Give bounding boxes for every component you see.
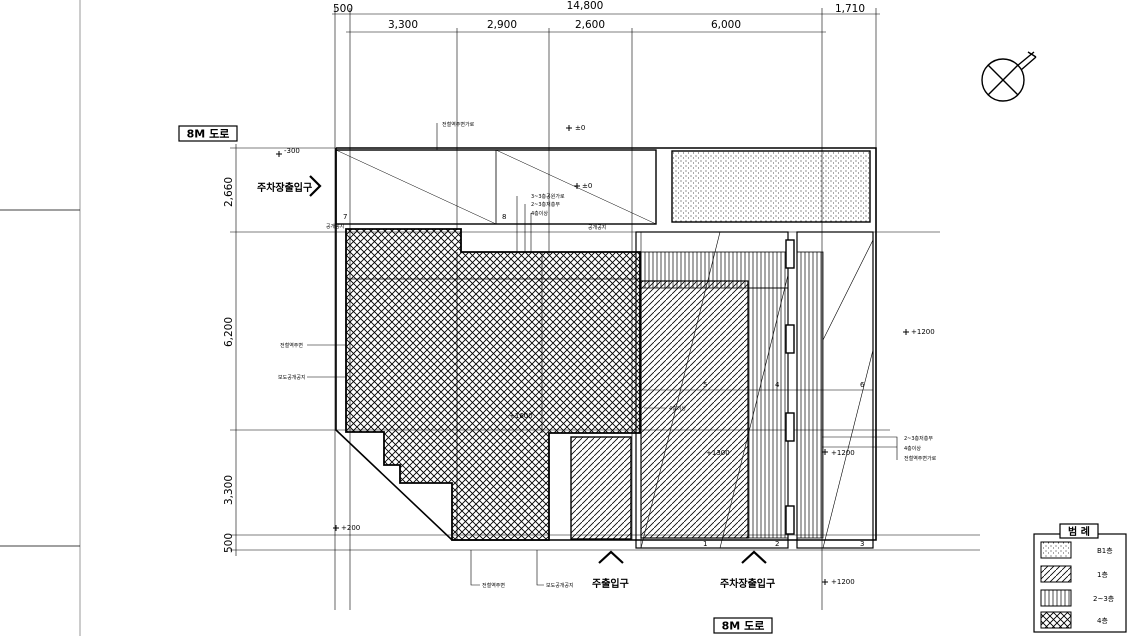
level-mark-icon <box>333 525 339 531</box>
svg-text:-300: -300 <box>284 147 300 155</box>
level-markers: ±0 ±0 -300 +1200 +1200 +1600 +1300 +200 … <box>276 124 935 586</box>
legend-item: 4층 <box>1040 611 1108 629</box>
svg-text:8M 도로: 8M 도로 <box>722 620 765 633</box>
legend: 범 례 B1층 1층 2~3층 4층 <box>1033 523 1127 633</box>
lot-number: 2 <box>775 540 779 548</box>
colonnade-posts <box>785 239 795 535</box>
margin-marks <box>0 0 81 636</box>
svg-text:전철역주변: 전철역주변 <box>482 582 505 589</box>
svg-text:+1200: +1200 <box>831 578 855 586</box>
svg-text:주차장출입구: 주차장출입구 <box>257 181 312 194</box>
svg-text:+1300: +1300 <box>706 449 730 457</box>
svg-text:500: 500 <box>333 3 353 15</box>
building-1f-east <box>640 280 749 539</box>
lot-number: 3 <box>860 540 864 548</box>
lot-number: 7 <box>343 213 347 221</box>
svg-text:4층이상: 4층이상 <box>531 210 548 217</box>
dimension-labels: 500 14,800 1,710 3,300 2,900 2,600 6,000… <box>223 0 865 553</box>
main-entrance-south: 주출입구 <box>592 550 629 590</box>
svg-text:주출입구: 주출입구 <box>592 577 629 590</box>
level-mark-icon <box>903 329 909 335</box>
svg-text:3,300: 3,300 <box>388 19 418 31</box>
lot-number: 4 <box>775 381 780 389</box>
svg-text:2~3층: 2~3층 <box>1093 594 1115 603</box>
callouts: 전철역주변가로 3~3층공원가로 2~3층저층부 4층이상 전철역주변 보도공개… <box>278 121 937 589</box>
level-mark-icon <box>276 151 282 157</box>
level-mark-icon <box>574 183 580 189</box>
lot-number: 1 <box>703 540 707 548</box>
svg-text:+1200: +1200 <box>831 449 855 457</box>
svg-text:2,900: 2,900 <box>487 19 517 31</box>
b1-landscape-area <box>671 150 871 223</box>
svg-text:6,200: 6,200 <box>223 317 235 347</box>
building-4f <box>345 228 641 541</box>
parking-entrance-west: 주차장출입구 <box>257 175 322 197</box>
svg-text:전철역주변가로: 전철역주변가로 <box>904 455 937 462</box>
road-south-label: 8M 도로 <box>713 617 773 634</box>
svg-text:공개공지: 공개공지 <box>326 223 344 230</box>
svg-text:8M 도로: 8M 도로 <box>187 128 230 141</box>
svg-text:보도공개공지: 보도공개공지 <box>278 374 306 381</box>
arrow-right-icon <box>309 175 322 197</box>
svg-text:±0: ±0 <box>575 124 585 132</box>
level-mark-icon <box>822 449 828 455</box>
building-2f-3f-east <box>747 287 789 539</box>
svg-text:전철역주변가로: 전철역주변가로 <box>442 121 475 128</box>
svg-text:+1200: +1200 <box>911 328 935 336</box>
building-2f-3f-strip <box>796 251 824 539</box>
svg-text:1,710: 1,710 <box>835 3 865 15</box>
legend-title: 범 례 <box>1068 525 1090 538</box>
svg-text:3~3층공원가로: 3~3층공원가로 <box>531 193 565 200</box>
svg-text:6,000: 6,000 <box>711 19 741 31</box>
legend-item: 1층 <box>1040 565 1108 583</box>
svg-text:+1600: +1600 <box>509 412 533 420</box>
road-north-label: 8M 도로 <box>178 125 238 142</box>
svg-text:14,800: 14,800 <box>567 0 604 12</box>
svg-text:4층이상: 4층이상 <box>669 405 686 412</box>
east-block-frames <box>635 231 874 549</box>
lot-number: 8 <box>502 213 506 221</box>
building-2f-3f <box>640 251 789 289</box>
legend-item: B1층 <box>1040 541 1113 559</box>
svg-text:2~3층저층부: 2~3층저층부 <box>531 201 560 208</box>
svg-text:2,660: 2,660 <box>223 177 235 207</box>
svg-text:+200: +200 <box>341 524 360 532</box>
arrow-up-icon <box>741 550 767 564</box>
svg-text:4층이상: 4층이상 <box>904 445 921 452</box>
svg-text:공개공지: 공개공지 <box>588 224 606 231</box>
level-mark-icon <box>566 125 572 131</box>
svg-text:주차장출입구: 주차장출입구 <box>720 577 775 590</box>
building-1f-south <box>570 436 632 540</box>
svg-text:보도공개공지: 보도공개공지 <box>546 582 574 589</box>
north-arrow-icon <box>981 51 1037 102</box>
lot-number: 6 <box>860 381 865 389</box>
svg-text:500: 500 <box>223 533 235 553</box>
parking-entrance-south: 주차장출입구 <box>720 550 775 590</box>
legend-item: 2~3층 <box>1040 589 1115 607</box>
north-parking-strip <box>335 149 657 225</box>
svg-text:2,600: 2,600 <box>575 19 605 31</box>
building-4f-divisions <box>346 252 640 540</box>
svg-text:±0: ±0 <box>582 182 592 190</box>
svg-text:1층: 1층 <box>1097 570 1108 579</box>
svg-text:전철역주변: 전철역주변 <box>280 342 303 349</box>
arrow-up-icon <box>598 550 624 564</box>
svg-text:2~3층저층부: 2~3층저층부 <box>904 435 933 442</box>
level-mark-icon <box>822 579 828 585</box>
svg-text:B1층: B1층 <box>1097 546 1113 555</box>
site-boundary <box>335 147 877 541</box>
svg-text:3,300: 3,300 <box>223 475 235 505</box>
lot-number: 5 <box>703 381 707 389</box>
svg-text:4층: 4층 <box>1097 616 1108 625</box>
lot-numbers: 7 8 4 5 6 1 2 3 <box>343 213 865 548</box>
